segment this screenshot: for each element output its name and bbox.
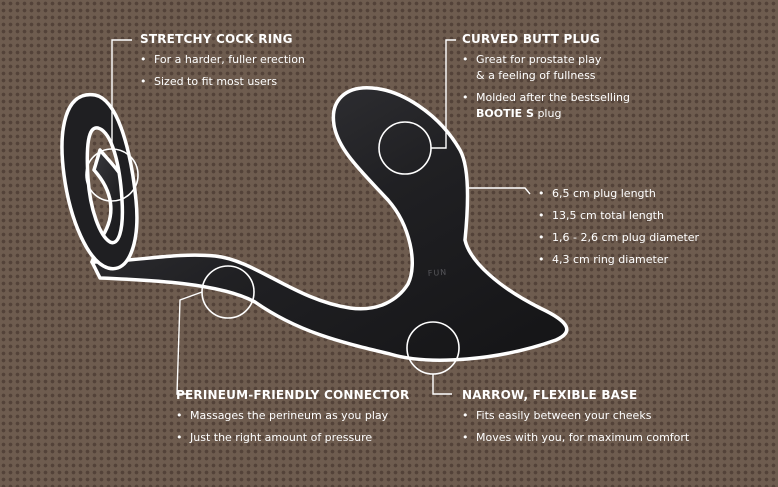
callout-specs: 6,5 cm plug length 13,5 cm total length … xyxy=(538,186,699,274)
callout-title: STRETCHY COCK RING xyxy=(140,32,293,46)
callout-base: NARROW, FLEXIBLE BASE Fits easily betwee… xyxy=(462,388,689,452)
callout-title: NARROW, FLEXIBLE BASE xyxy=(462,388,638,402)
leader-line-specs xyxy=(466,187,531,195)
leader-line-base xyxy=(432,374,452,395)
callout-butt-plug: CURVED BUTT PLUG Great for prostate play… xyxy=(462,32,630,128)
brand-logo: FUN xyxy=(428,268,448,278)
bullet-item: Sized to fit most users xyxy=(140,74,305,90)
spec-item: 6,5 cm plug length xyxy=(538,186,699,202)
bullet-item: Massages the perineum as you play xyxy=(176,408,409,424)
bullet-text: & a feeling of fullness xyxy=(476,69,596,82)
bullet-text: plug xyxy=(533,107,562,120)
bullet-item: Great for prostate play xyxy=(462,52,630,68)
leader-line-plug xyxy=(431,39,456,149)
bullet-continuation: BOOTIE S plug xyxy=(462,106,630,122)
callout-cock-ring: STRETCHY COCK RING For a harder, fuller … xyxy=(140,32,305,96)
bullet-item: Moves with you, for maximum comfort xyxy=(462,430,689,446)
callout-title: CURVED BUTT PLUG xyxy=(462,32,600,46)
leader-line-connector xyxy=(176,291,203,395)
callout-connector: PERINEUM-FRIENDLY CONNECTOR Massages the… xyxy=(176,388,409,452)
cock-ring xyxy=(60,92,139,271)
product-body xyxy=(90,86,569,362)
callout-title: PERINEUM-FRIENDLY CONNECTOR xyxy=(176,388,410,402)
bullet-continuation: & a feeling of fullness xyxy=(462,68,630,84)
product-name: BOOTIE S xyxy=(476,107,534,120)
leader-line-ring xyxy=(111,39,132,149)
spec-item: 1,6 - 2,6 cm plug diameter xyxy=(538,230,699,246)
spec-item: 13,5 cm total length xyxy=(538,208,699,224)
spec-item: 4,3 cm ring diameter xyxy=(538,252,699,268)
bullet-item: For a harder, fuller erection xyxy=(140,52,305,68)
bullet-item: Molded after the bestselling xyxy=(462,90,630,106)
bullet-item: Just the right amount of pressure xyxy=(176,430,409,446)
bullet-item: Fits easily between your cheeks xyxy=(462,408,689,424)
